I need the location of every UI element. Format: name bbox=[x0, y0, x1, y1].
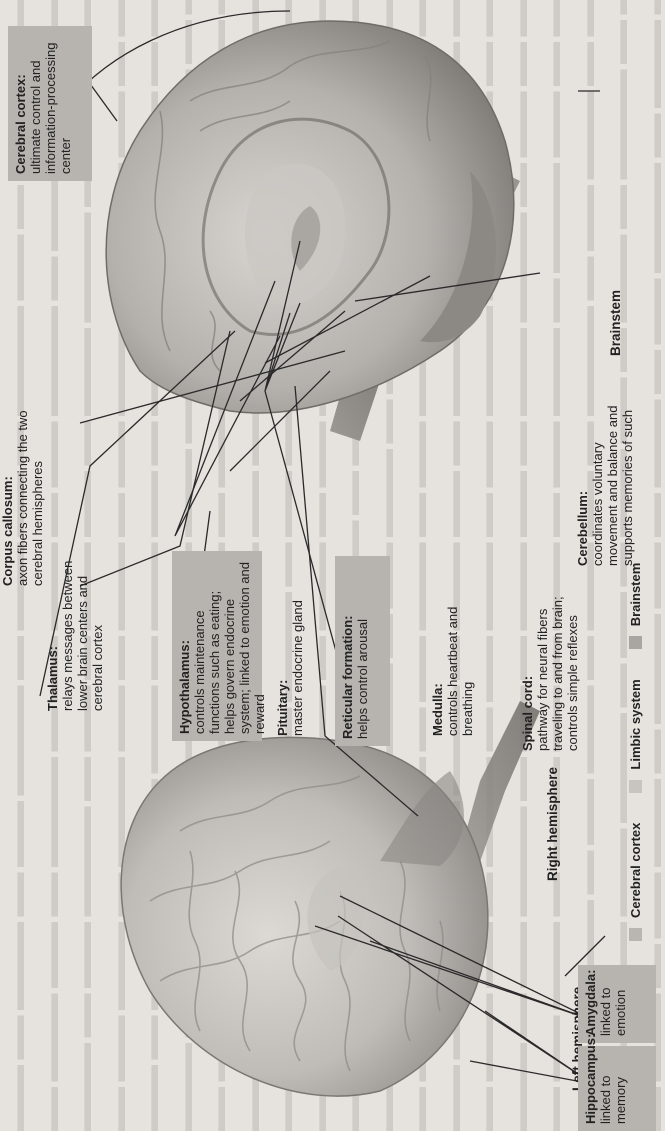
medulla-label: Medulla: controls heartbeat and breathin… bbox=[430, 561, 475, 736]
right-hemisphere-label: Right hemisphere bbox=[545, 767, 560, 881]
hypothalamus-label-box: Hypothalamus: controls maintenance funct… bbox=[172, 551, 262, 741]
right-brain-group bbox=[106, 21, 520, 441]
legend-swatch-limbic-system bbox=[629, 780, 642, 793]
hippocampus-desc: linked to memory bbox=[598, 1053, 628, 1124]
amygdala-label-box: Amygdala: linked to emotion bbox=[578, 965, 656, 1043]
hippocampus-label-box: Hippocampus:linked to memory bbox=[578, 1046, 656, 1131]
legend: Cerebral cortex Limbic system Brainstem bbox=[628, 563, 643, 941]
legend-item-limbic-system: Limbic system bbox=[628, 679, 643, 792]
cerebellum-label: Cerebellum: coordinates voluntary moveme… bbox=[575, 401, 635, 566]
thalamus-label: Thalamus: relays messages between lower … bbox=[45, 536, 105, 711]
legend-swatch-brainstem bbox=[629, 636, 642, 649]
reticular-formation-label-box: Reticular formation: helps control arous… bbox=[335, 556, 390, 746]
hippocampus-term: Hippocampus: bbox=[583, 1053, 598, 1124]
amygdala-desc: linked to emotion bbox=[598, 972, 628, 1036]
spinal-cord-label: Spinal cord: pathway for neural fibers t… bbox=[520, 571, 580, 751]
left-brain-group bbox=[121, 701, 540, 1096]
amygdala-term: Amygdala: bbox=[583, 972, 598, 1036]
legend-swatch-cerebral-cortex bbox=[629, 928, 642, 941]
corpus-callosum-label: Corpus callosum: axon fibers connecting … bbox=[0, 406, 45, 586]
cerebral-cortex-label-box: Cerebral cortex: ultimate control and in… bbox=[8, 26, 92, 181]
legend-item-cerebral-cortex: Cerebral cortex bbox=[628, 823, 643, 941]
brainstem-label: Brainstem bbox=[608, 290, 623, 356]
pituitary-label: Pituitary: master endocrine gland bbox=[275, 561, 305, 736]
legend-item-brainstem: Brainstem bbox=[628, 563, 643, 650]
